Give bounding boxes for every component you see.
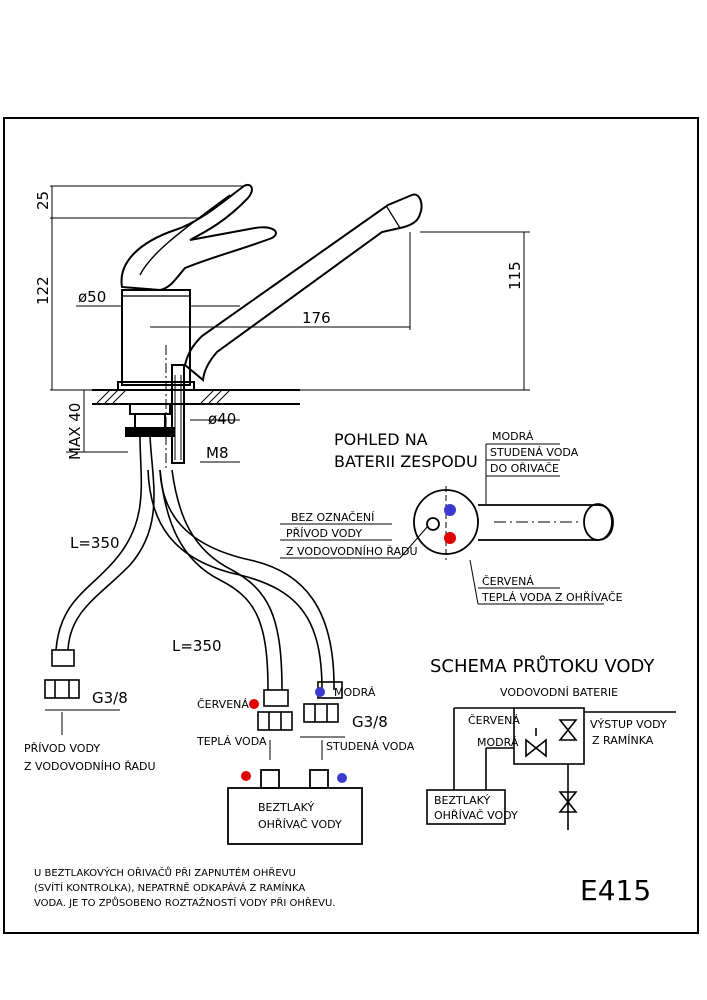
- unmarked-callout-1: BEZ OZNAČENÍ: [291, 511, 374, 524]
- schema-heater-2: OHŘÍVAČ VODY: [434, 809, 518, 822]
- dim-body-height: 122: [34, 276, 52, 305]
- heater-unit: [227, 769, 363, 845]
- dim-spout-height: 115: [506, 261, 524, 290]
- note-line-3: VODA. JE TO ZPŮSOBENO ROZTAŽNOSTÍ VODY P…: [34, 896, 336, 909]
- hose-red-label: ČERVENÁ: [197, 698, 249, 711]
- unmarked-callout-3: Z VODOVODNÍHO ŘADU: [286, 545, 418, 558]
- blue-callout-3: DO OŘIVAČE: [490, 462, 559, 475]
- schema-blue-label: MODRÁ: [477, 736, 519, 749]
- dim-spout-reach: 176: [302, 309, 331, 327]
- cold-port-marker: [444, 504, 456, 516]
- hot-marker-hose: [249, 699, 259, 709]
- schema-red-label: ČERVENÁ: [468, 714, 520, 727]
- schema-diagram: [426, 707, 676, 830]
- note-line-1: U BEZTLAKOVÝCH OŘIVAČŮ PŘI ZAPNUTÉM OHŘE…: [34, 866, 296, 879]
- supply-label-1: PŘÍVOD VODY: [24, 742, 100, 755]
- drawing-frame: [3, 117, 699, 934]
- hot-port-marker: [444, 532, 456, 544]
- red-callout-2: TEPLÁ VODA Z OHŘÍVAČE: [481, 591, 623, 604]
- heater-label-2: OHŘÍVAČ VODY: [258, 818, 342, 831]
- faucet-side-view: [92, 184, 423, 464]
- deck-hatch: [95, 389, 231, 405]
- hot-marker-heater: [241, 771, 251, 781]
- bottom-view-title-1: POHLED NA: [334, 430, 428, 449]
- dim-body-diameter: ø50: [78, 288, 106, 306]
- connector-right: G3/8: [352, 713, 388, 731]
- dim-max-deck: MAX 40: [66, 403, 84, 460]
- bottom-view-drawing: [413, 486, 614, 560]
- schema-heater-1: BEZTLAKÝ: [434, 794, 490, 807]
- callout-lines: [280, 443, 604, 605]
- dimension-lines: [50, 185, 530, 470]
- schema-mixer-label: VODOVODNÍ BATERIE: [500, 686, 618, 699]
- hoses: [55, 435, 335, 691]
- warm-water-label: TEPLÁ VODA: [196, 735, 267, 748]
- cold-water-label: STUDENÁ VODA: [326, 740, 415, 753]
- unmarked-callout-2: PŘÍVOD VODY: [286, 527, 362, 540]
- connector-left: G3/8: [92, 689, 128, 707]
- hose-blue-label: MODRÁ: [334, 686, 376, 699]
- drawing-number: E415: [580, 874, 651, 907]
- heater-label-1: BEZTLAKÝ: [258, 801, 314, 814]
- hose-fittings: [44, 649, 343, 731]
- cold-marker-hose: [315, 687, 325, 697]
- blue-callout-1: MODRÁ: [492, 430, 534, 443]
- supply-label-2: Z VODOVODNÍHO ŘADU: [24, 760, 156, 773]
- blue-callout-2: STUDENÁ VODA: [490, 446, 579, 459]
- dim-handle-height: 25: [34, 191, 52, 210]
- hose-length-mid: L=350: [172, 637, 222, 655]
- connector-dimension-lines: [45, 709, 345, 760]
- schema-outlet-2: Z RAMÍNKA: [592, 734, 654, 747]
- cold-marker-heater: [337, 773, 347, 783]
- note-line-2: (SVÍTÍ KONTROLKA), NEPATRNĚ ODKAPÁVÁ Z R…: [34, 881, 305, 894]
- schema-outlet-1: VÝSTUP VODY: [590, 718, 667, 731]
- dim-thread: M8: [206, 444, 229, 462]
- hose-length-left: L=350: [70, 534, 120, 552]
- dim-hole-diameter: ø40: [208, 410, 236, 428]
- bottom-view-title-2: BATERII ZESPODU: [334, 452, 478, 471]
- schema-title: SCHEMA PRŮTOKU VODY: [430, 655, 655, 677]
- red-callout-1: ČERVENÁ: [482, 575, 534, 588]
